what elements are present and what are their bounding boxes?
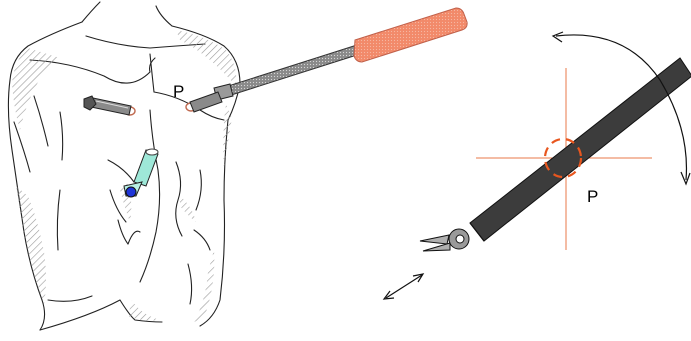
camera-tip-icon	[126, 187, 136, 197]
body-port-label-p: P	[173, 82, 184, 101]
camera-port-rim	[146, 149, 158, 155]
gripper-tip	[420, 229, 469, 251]
torso-shading	[12, 30, 236, 322]
instrument-shaft	[470, 58, 691, 241]
camera-port	[124, 149, 158, 197]
double-arrow-icon	[384, 274, 423, 299]
left-port-trocar	[84, 96, 135, 115]
pivot-label-p: P	[587, 187, 598, 206]
